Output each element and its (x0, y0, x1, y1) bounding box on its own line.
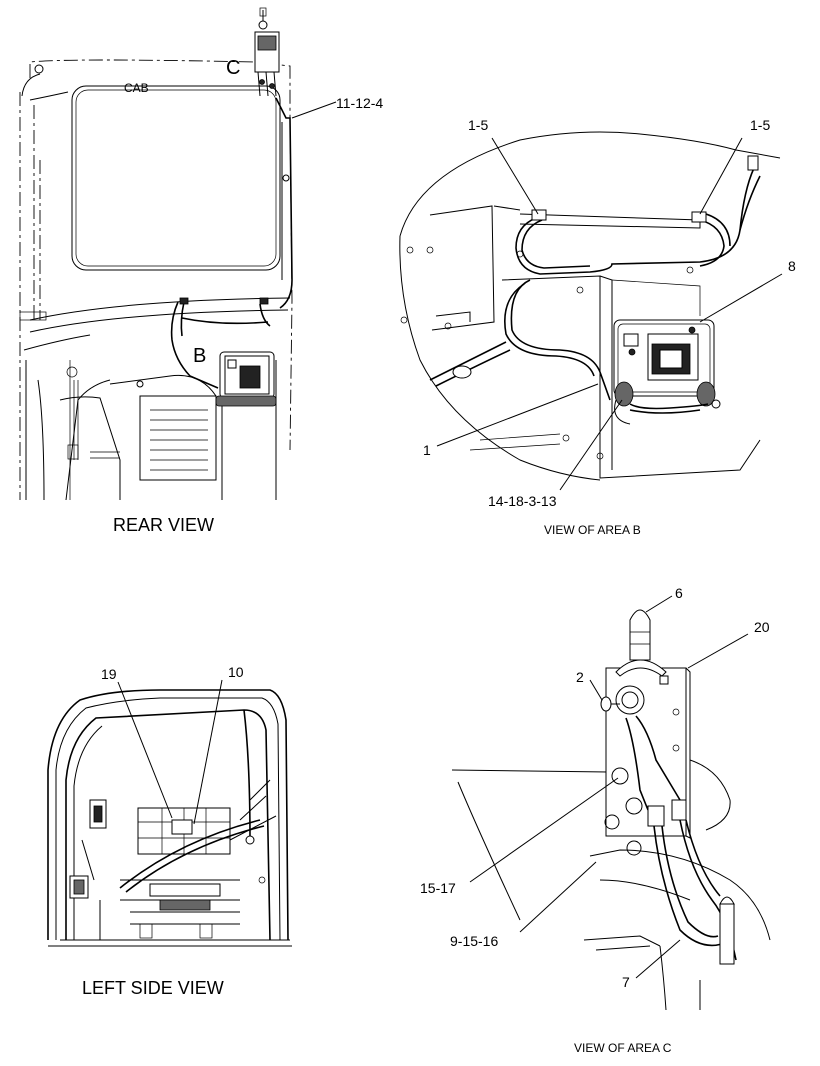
callout-bolts: 9-15-16 (450, 933, 498, 949)
area-b-caption: VIEW OF AREA B (544, 523, 641, 537)
callout-harness: 11-12-4 (336, 95, 383, 111)
callout-left-side-10: 10 (228, 664, 244, 680)
area-b-view: 1-5 1-5 8 1 14-18-3-13 (399, 117, 796, 509)
callout-fitting: 2 (576, 669, 584, 685)
rear-view: CAB C 11-12-4 (19, 7, 383, 501)
area-b-marker: B (193, 345, 206, 367)
callout-connectors: 14-18-3-13 (488, 493, 557, 509)
callout-bracket: 1 (423, 442, 431, 458)
left-side-view-caption: LEFT SIDE VIEW (82, 978, 224, 998)
rear-view-caption: REAR VIEW (113, 515, 214, 535)
area-c-caption: VIEW OF AREA C (574, 1041, 672, 1055)
callout-housing: 20 (754, 619, 770, 635)
callout-left-side-19: 19 (101, 666, 117, 682)
area-c-marker: C (226, 57, 240, 79)
callout-hose: 7 (622, 974, 630, 990)
callout-plate: 15-17 (420, 880, 456, 896)
callout-clip-right: 1-5 (750, 117, 770, 133)
callout-controller: 8 (788, 258, 796, 274)
left-side-view: 19 10 (47, 664, 292, 947)
callout-clip-left: 1-5 (468, 117, 488, 133)
callout-joystick: 6 (675, 585, 683, 601)
area-c-view: 6 20 2 15-17 9-15-16 7 (420, 585, 771, 1011)
cab-label: CAB (124, 81, 149, 95)
